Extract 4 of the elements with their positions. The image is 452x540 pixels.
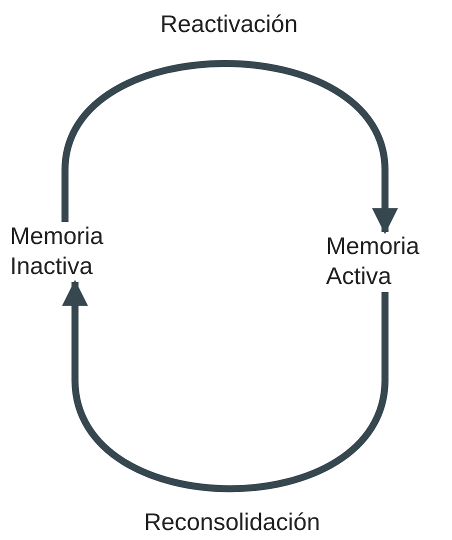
arrow [62, 280, 388, 492]
arrow [62, 60, 398, 234]
node-text: Memoria Activa [326, 232, 450, 292]
node-text: Memoria Inactiva [10, 222, 150, 282]
